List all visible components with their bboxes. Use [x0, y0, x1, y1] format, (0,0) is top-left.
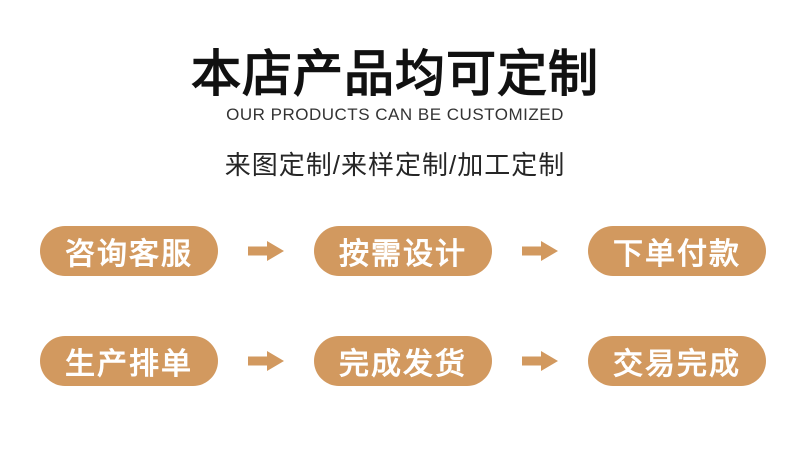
page-title: 本店产品均可定制: [191, 46, 599, 102]
banner-header: 本店产品均可定制 OUR PRODUCTS CAN BE CUSTOMIZED …: [0, 0, 790, 182]
right-arrow-icon: [248, 351, 284, 371]
step-consult-service: 咨询客服: [40, 226, 218, 276]
step-transaction-complete: 交易完成: [588, 336, 766, 386]
right-arrow-icon: [522, 351, 558, 371]
tagline: 来图定制/来样定制/加工定制: [224, 150, 566, 180]
step-design-on-demand: 按需设计: [314, 226, 492, 276]
process-row-2: 生产排单 完成发货 交易完成: [0, 336, 790, 386]
process-row-1: 咨询客服 按需设计 下单付款: [0, 226, 790, 276]
step-complete-shipment: 完成发货: [314, 336, 492, 386]
step-place-order-pay: 下单付款: [588, 226, 766, 276]
step-production-scheduling: 生产排单: [40, 336, 218, 386]
right-arrow-icon: [248, 241, 284, 261]
page-subtitle: OUR PRODUCTS CAN BE CUSTOMIZED: [226, 105, 564, 124]
right-arrow-icon: [522, 241, 558, 261]
